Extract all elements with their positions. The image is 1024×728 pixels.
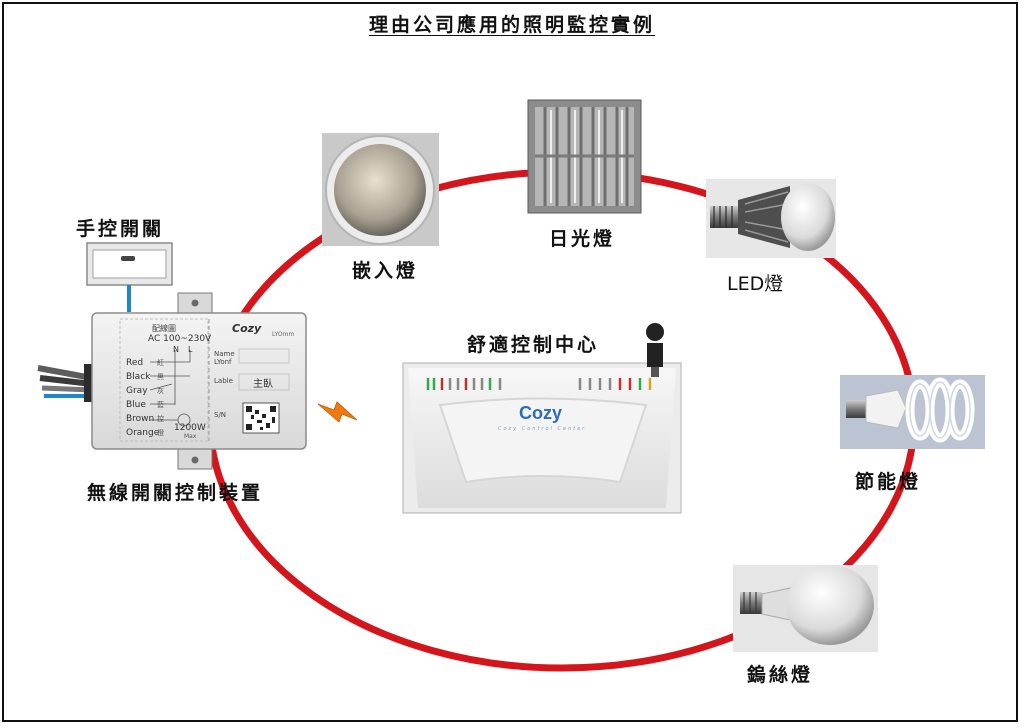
wire-cn: 藍 <box>157 401 164 409</box>
name-field-label: Name <box>214 350 235 358</box>
wire-cn: 紅 <box>157 359 164 367</box>
wire-cn: 控 <box>157 415 164 423</box>
wire-name: Blue <box>126 400 146 410</box>
hub-tagline: Cozy Control Center <box>498 426 587 432</box>
hub-brand: Cozy <box>519 403 563 423</box>
wireless-controller-box <box>91 292 307 470</box>
cfl-bulb-image <box>840 375 985 449</box>
controller-brand: Cozy <box>232 322 262 335</box>
led-bulb-image <box>706 179 836 258</box>
wireless-signal-icon <box>317 401 358 423</box>
label-led-light: LED燈 <box>727 273 784 295</box>
voltage-label: AC 100~230V <box>148 334 212 344</box>
label-recessed-light: 嵌入燈 <box>352 260 419 282</box>
wire-cn-list: 紅 黑 灰 藍 控 橙 <box>157 356 164 440</box>
wire-name: Red <box>126 358 144 368</box>
label-incandescent-light: 鎢絲燈 <box>747 664 814 686</box>
wiring-title: 配線圖 <box>152 324 176 333</box>
antenna-icon <box>646 323 664 377</box>
recessed-light-image <box>322 133 439 246</box>
wire-list: Red Black Gray Blue Brown Orange <box>126 356 159 440</box>
wire-name: Orange <box>126 428 160 438</box>
fluorescent-light-image <box>527 99 642 214</box>
label-wireless-controller: 無線開關控制裝置 <box>87 482 264 504</box>
controller-wires <box>37 364 96 402</box>
label-hand-switch: 手控開關 <box>76 218 165 240</box>
l-label: L <box>188 345 193 354</box>
control-hub-device <box>402 362 682 514</box>
lable-field-value: 主臥 <box>253 379 273 390</box>
n-label: N <box>173 345 179 354</box>
wire-cn: 黑 <box>157 373 164 381</box>
name-field-value: LYonf <box>214 358 232 366</box>
label-cfl-light: 節能燈 <box>855 471 922 493</box>
power-max: Max <box>184 433 197 440</box>
controller-model: LYOmm <box>272 331 295 338</box>
power-rating: 1200W <box>174 423 206 433</box>
page-title: 理由公司應用的照明監控實例 <box>368 14 655 36</box>
wire-name: Black <box>126 372 151 382</box>
label-control-hub: 舒適控制中心 <box>467 334 600 356</box>
label-fluorescent-light: 日光燈 <box>549 228 616 250</box>
hand-switch-image <box>86 242 173 286</box>
lable-field-label: Lable <box>214 377 233 385</box>
incandescent-bulb-image <box>733 565 878 652</box>
wire-cn: 橙 <box>157 429 164 437</box>
sn-field-label: S/N <box>214 411 227 419</box>
wire-cn: 灰 <box>157 387 164 395</box>
wire-name: Brown <box>126 414 155 424</box>
wire-name: Gray <box>126 386 148 396</box>
